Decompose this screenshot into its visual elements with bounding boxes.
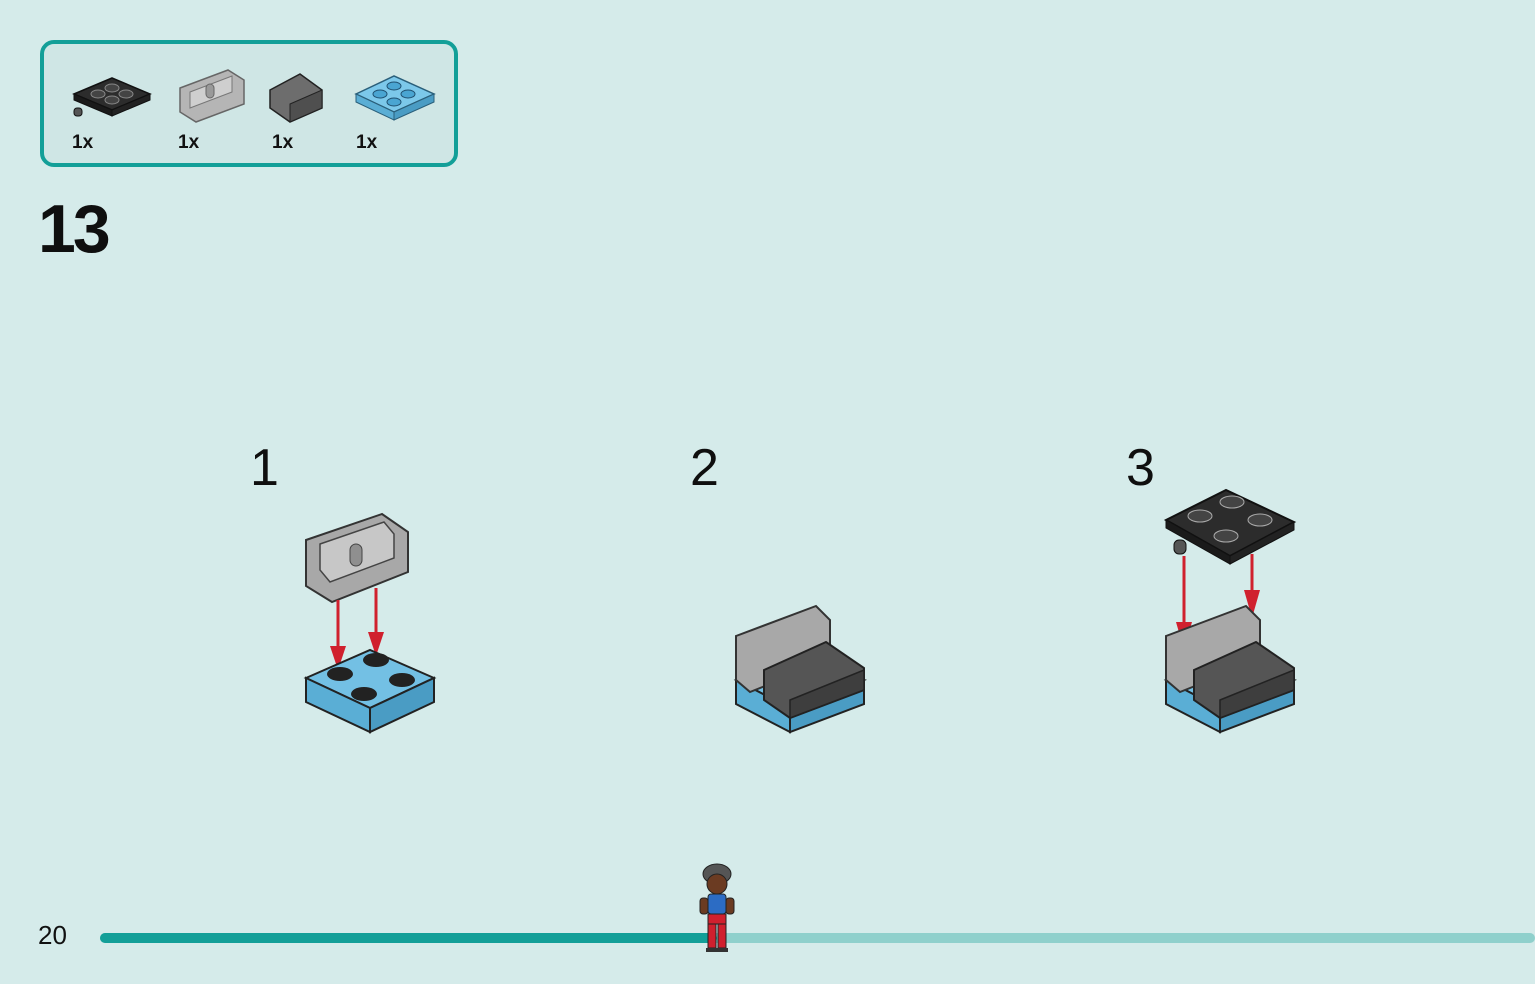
black-plate-2x2-with-pin-icon xyxy=(72,77,152,117)
dark-gray-slope-tile-icon xyxy=(269,73,323,123)
substep-3-illustration xyxy=(1160,486,1300,745)
part-item: 1x xyxy=(352,64,438,153)
gray-hinge-bracket-icon xyxy=(179,69,245,123)
substep-2-illustration xyxy=(730,600,870,745)
minifigure-progress-marker-icon xyxy=(694,862,740,959)
progress-bar xyxy=(100,933,1535,943)
substep-label-3: 3 xyxy=(1126,439,1155,497)
step-number: 13 xyxy=(38,191,111,267)
part-item: 1x xyxy=(176,64,248,153)
part-quantity: 1x xyxy=(72,132,94,153)
part-item: 1x xyxy=(266,64,328,153)
substep-label-2: 2 xyxy=(690,439,719,497)
progress-bar-fill xyxy=(100,933,718,943)
substep-1-illustration xyxy=(296,510,446,745)
part-quantity: 1x xyxy=(356,132,378,153)
blue-plate-2x2-icon xyxy=(354,75,436,121)
page-number: 20 xyxy=(38,920,67,950)
parts-list-box: 1x 1x 1x 1x xyxy=(40,40,458,167)
substep-label-1: 1 xyxy=(250,439,279,497)
part-quantity: 1x xyxy=(272,132,294,153)
part-item: 1x xyxy=(68,64,154,153)
part-quantity: 1x xyxy=(178,132,200,153)
